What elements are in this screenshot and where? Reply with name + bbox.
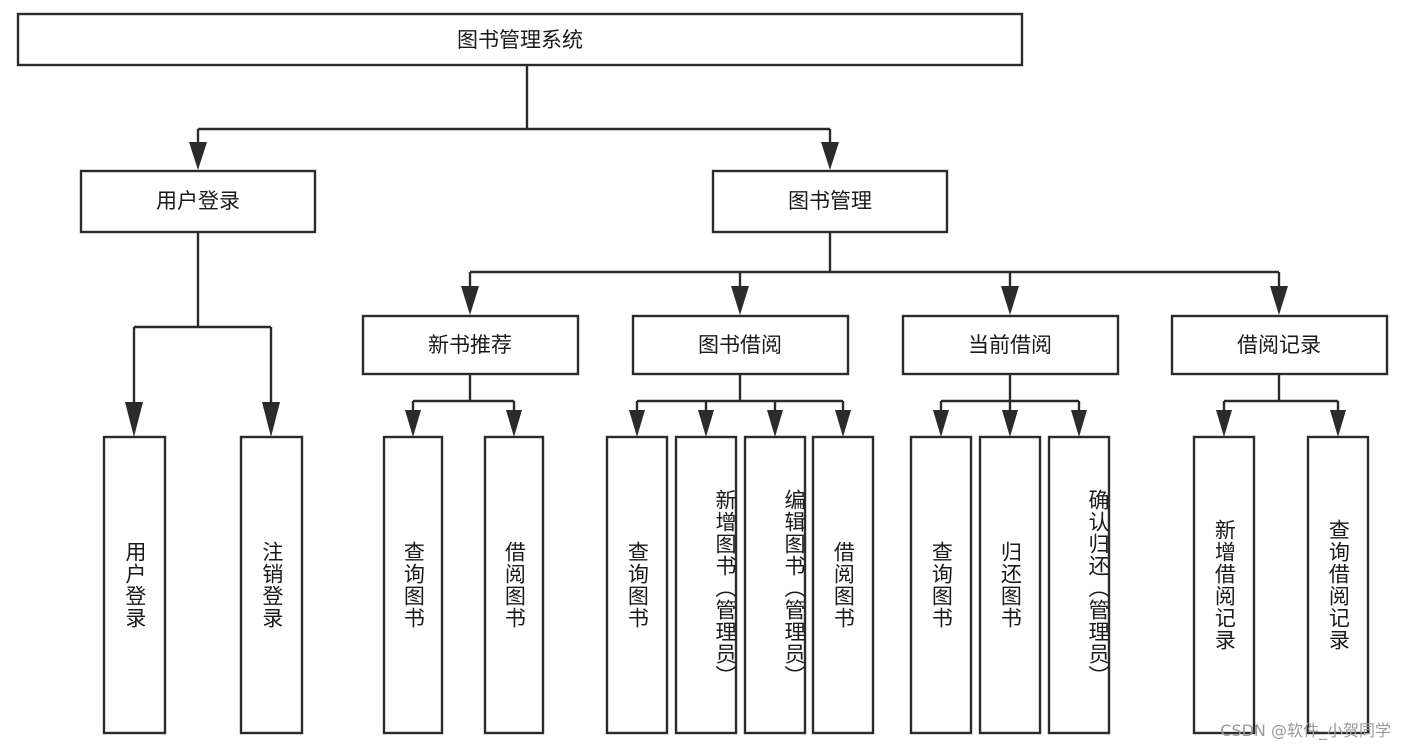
arrow-to-new-book [461, 286, 479, 315]
node-current-borrow-box[interactable] [901, 314, 1120, 376]
csdn-watermark: CSDN @软件_小贺同学 [1220, 721, 1391, 740]
arrow-book-borrow-leaf1 [629, 410, 645, 437]
arrow-current-borrow-leaf2 [1002, 410, 1018, 437]
node-leaf-box-current-borrow-3[interactable] [1047, 435, 1111, 735]
arrow-to-borrow-records [1270, 286, 1288, 315]
node-current-borrow-label: 当前借阅 [968, 333, 1052, 357]
node-new-book-label: 新书推荐 [428, 333, 512, 357]
node-book-mgmt-box[interactable] [711, 169, 949, 234]
node-leaf-box-book-borrow-4[interactable] [811, 435, 875, 735]
node-label-layer: 图书管理系统 用户登录 图书管理 新书推荐 图书借阅 当前借阅 借阅记录 [156, 28, 1321, 357]
arrow-user-login-leaf1 [125, 402, 143, 437]
node-leaf-box-records-2[interactable] [1306, 435, 1370, 735]
node-box-layer [16, 12, 1389, 735]
arrow-new-book-leaf1 [405, 410, 421, 437]
node-root-box[interactable] [16, 12, 1024, 67]
node-leaf-box-user-login-2[interactable] [239, 435, 304, 735]
arrow-user-login-leaf2 [262, 402, 280, 437]
node-leaf-box-current-borrow-2[interactable] [978, 435, 1042, 735]
arrow-to-book-borrow [731, 286, 749, 315]
arrow-borrow-records-leaf2 [1330, 410, 1346, 437]
arrow-current-borrow-leaf1 [933, 410, 949, 437]
arrow-book-borrow-leaf4 [835, 410, 851, 437]
node-leaf-box-current-borrow-1[interactable] [909, 435, 973, 735]
node-borrow-records-box[interactable] [1170, 314, 1389, 376]
node-leaf-box-records-1[interactable] [1192, 435, 1256, 735]
node-new-book-box[interactable] [361, 314, 580, 376]
arrow-book-borrow-leaf3 [767, 410, 783, 437]
node-leaf-box-book-borrow-3[interactable] [743, 435, 807, 735]
node-user-login-label: 用户登录 [156, 189, 240, 213]
node-leaf-box-user-login-1[interactable] [102, 435, 167, 735]
connector-layer [125, 65, 1346, 437]
arrow-book-borrow-leaf2 [698, 410, 714, 437]
node-leaf-box-new-book-1[interactable] [382, 435, 444, 735]
arrow-current-borrow-leaf3 [1071, 410, 1087, 437]
node-leaf-box-new-book-2[interactable] [483, 435, 545, 735]
arrow-new-book-leaf2 [506, 410, 522, 437]
node-root-label: 图书管理系统 [457, 28, 583, 52]
arrow-to-user-login [189, 142, 207, 170]
arrow-to-current-borrow [1001, 286, 1019, 315]
node-book-borrow-label: 图书借阅 [698, 333, 782, 357]
arrow-to-book-mgmt [821, 142, 839, 170]
node-user-login-box[interactable] [79, 169, 317, 234]
node-leaf-box-book-borrow-1[interactable] [605, 435, 669, 735]
node-borrow-records-label: 借阅记录 [1237, 333, 1321, 357]
arrow-borrow-records-leaf1 [1216, 410, 1232, 437]
node-leaf-box-book-borrow-2[interactable] [674, 435, 738, 735]
node-book-mgmt-label: 图书管理 [788, 189, 872, 213]
node-book-borrow-box[interactable] [631, 314, 850, 376]
